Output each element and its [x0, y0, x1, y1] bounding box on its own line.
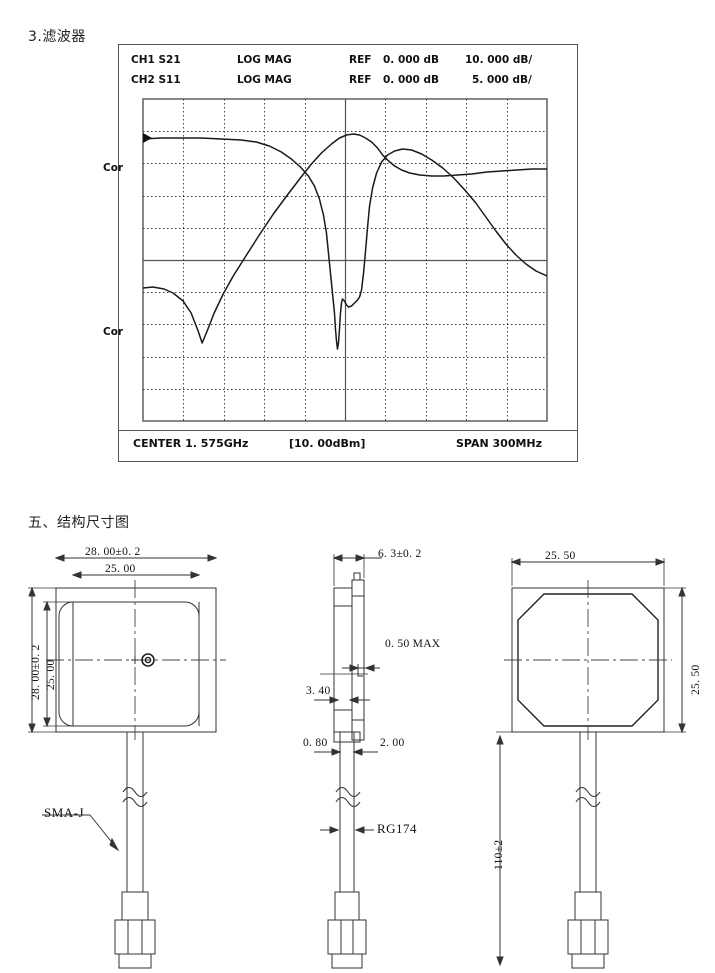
channel1-ref-label: REF — [349, 54, 372, 66]
cor-label-ch2: Cor — [103, 326, 124, 338]
channel1-scale: 10. 000 dB/ — [465, 54, 533, 66]
trace-s21 — [143, 133, 547, 344]
side-view-thickness: 6. 3±0. 2 — [378, 548, 422, 560]
panel-divider — [119, 430, 577, 432]
network-analyzer-panel: CH1 S21 LOG MAG REF 0. 000 dB 10. 000 dB… — [103, 44, 578, 462]
mechanical-drawings: 28. 00±0. 2 25. 00 28. 00±0. 2 25. 00 SM… — [0, 540, 715, 973]
side-view-max-protrusion: 0. 50 MAX — [385, 638, 441, 650]
top-view-drawing — [28, 554, 226, 969]
side-view-base: 0. 80 — [303, 737, 328, 749]
channel1-name: CH1 S21 — [131, 54, 181, 66]
power-level: [10. 00dBm] — [289, 437, 366, 450]
center-frequency: CENTER 1. 575GHz — [133, 437, 249, 450]
grid-lines — [143, 99, 547, 421]
bottom-view-height: 25. 50 — [690, 664, 702, 695]
reference-marker — [143, 133, 152, 143]
channel1-ref-value: 0. 000 dB — [383, 54, 440, 66]
channel2-ref-label: REF — [349, 74, 372, 86]
channel2-format: LOG MAG — [237, 74, 292, 86]
structure-section-heading: 五、结构尺寸图 — [28, 515, 130, 531]
cable-length-dimension: 110±2 — [493, 839, 505, 870]
feed-point-icon — [141, 653, 155, 667]
bottom-view-width: 25. 50 — [545, 550, 576, 562]
bottom-view-drawing — [496, 558, 686, 969]
top-view-height-inner: 25. 00 — [45, 659, 57, 690]
span-value: SPAN 300MHz — [456, 437, 543, 450]
channel2-scale: 5. 000 dB/ — [472, 74, 532, 86]
trace-s11 — [143, 137, 547, 350]
top-view-width-inner: 25. 00 — [105, 563, 136, 575]
side-view-pin-offset: 2. 00 — [380, 737, 405, 749]
top-view-height-outer: 28. 00±0. 2 — [30, 644, 42, 700]
cor-label-ch1: Cor — [103, 162, 124, 174]
side-view-board-height: 3. 40 — [306, 685, 331, 697]
filter-section-heading: 3.滤波器 — [28, 29, 86, 45]
channel2-name: CH2 S11 — [131, 74, 181, 86]
channel2-ref-value: 0. 000 dB — [383, 74, 440, 86]
cable-type-label: RG174 — [377, 821, 418, 836]
side-view-drawing — [314, 554, 382, 969]
sma-connector-label: SMA-J — [44, 805, 85, 820]
analyzer-graticule — [142, 98, 548, 422]
top-view-width-outer: 28. 00±0. 2 — [85, 546, 141, 558]
channel1-format: LOG MAG — [237, 54, 292, 66]
